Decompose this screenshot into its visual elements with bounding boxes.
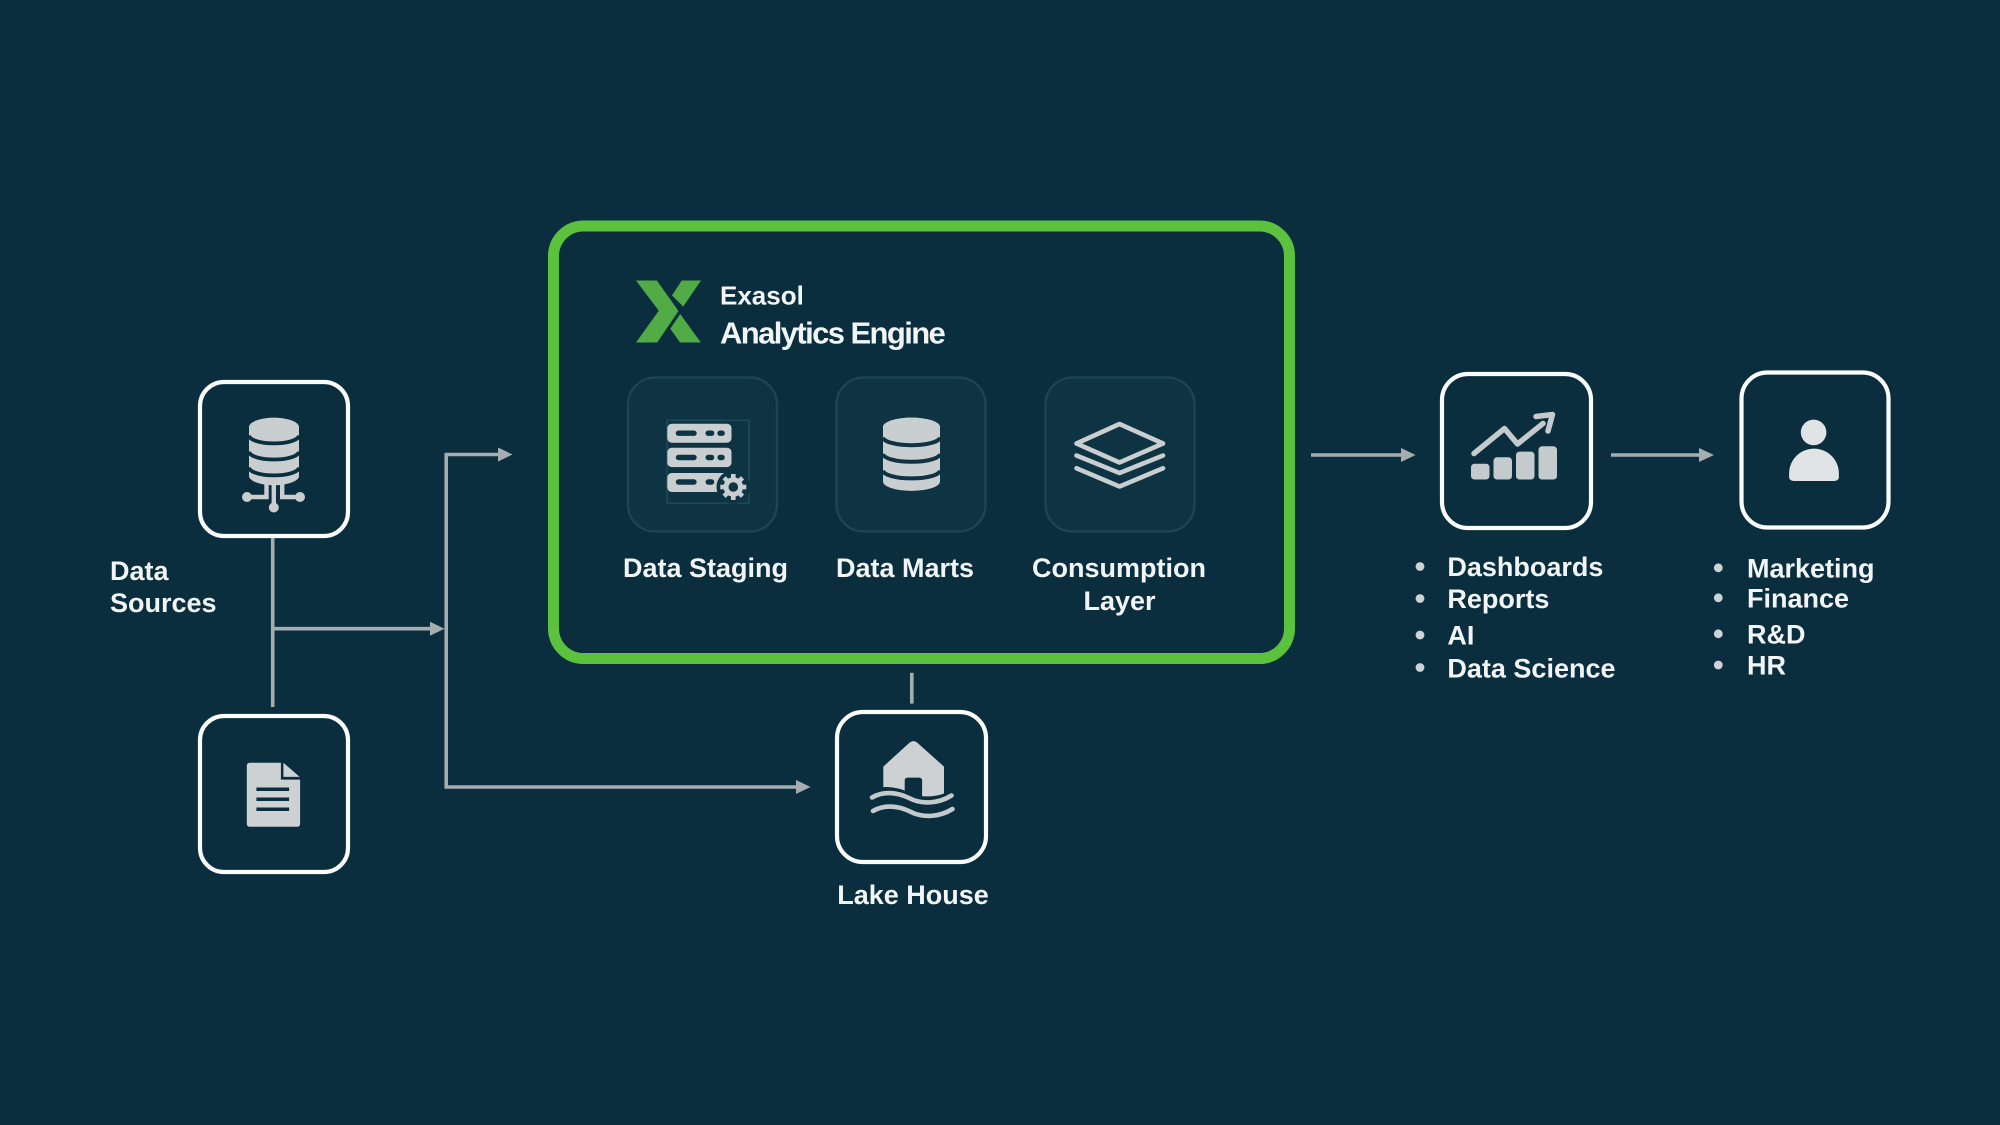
svg-text:Sources: Sources: [110, 588, 217, 618]
svg-text:Analytics Engine: Analytics Engine: [720, 316, 946, 351]
svg-text:Consumption: Consumption: [1032, 553, 1206, 583]
svg-text:Exasol: Exasol: [720, 281, 804, 311]
svg-text:Layer: Layer: [1083, 586, 1156, 616]
svg-text:R&D: R&D: [1747, 619, 1806, 649]
svg-text:AI: AI: [1447, 621, 1474, 651]
svg-text:Marketing: Marketing: [1747, 553, 1875, 583]
svg-text:Data Science: Data Science: [1447, 653, 1615, 683]
svg-text:Finance: Finance: [1747, 583, 1849, 613]
svg-text:Data: Data: [110, 556, 170, 586]
svg-text:Reports: Reports: [1447, 584, 1549, 614]
svg-text:Dashboards: Dashboards: [1447, 552, 1603, 582]
svg-text:Data Marts: Data Marts: [836, 553, 974, 583]
svg-text:Lake House: Lake House: [837, 880, 989, 910]
svg-text:HR: HR: [1747, 651, 1786, 681]
svg-text:Data Staging: Data Staging: [623, 553, 788, 583]
